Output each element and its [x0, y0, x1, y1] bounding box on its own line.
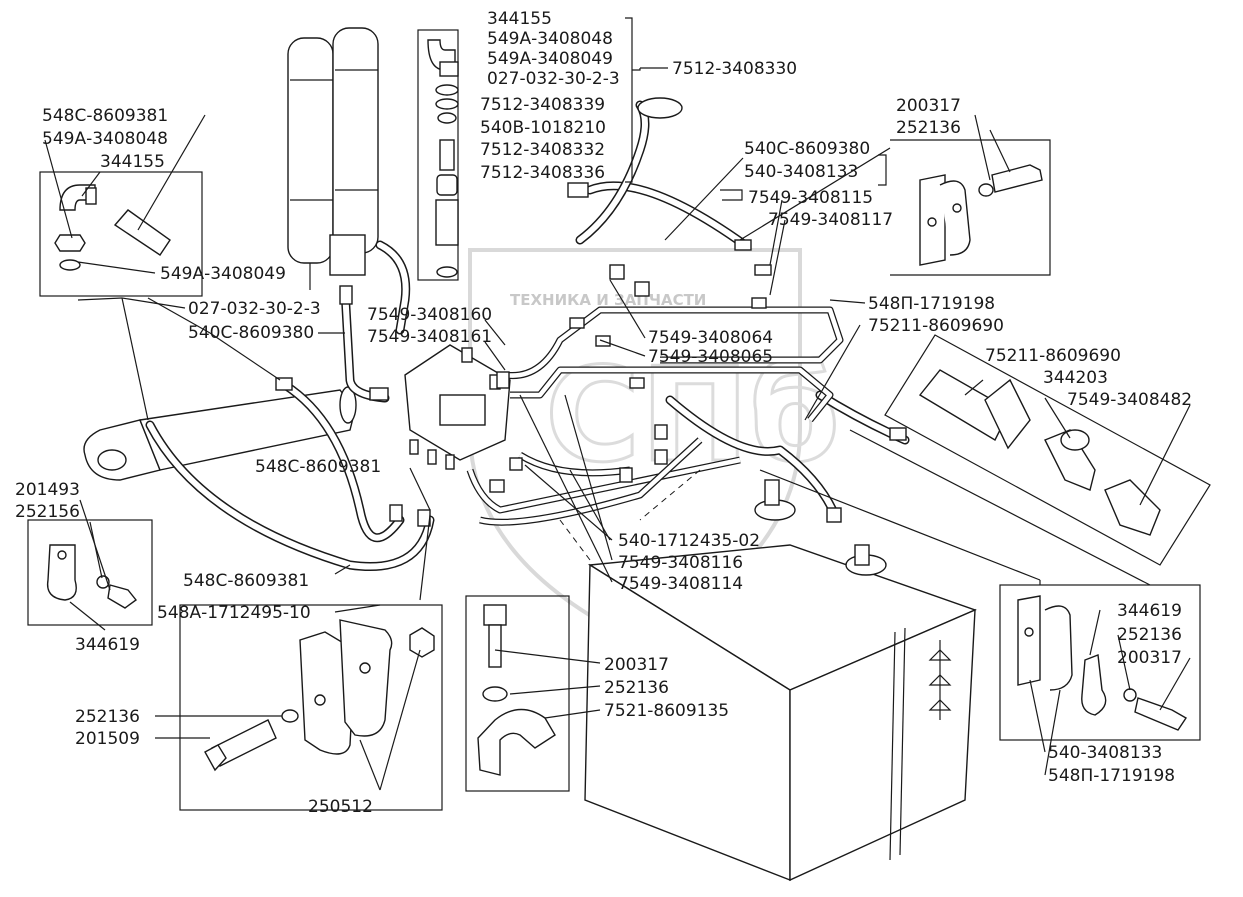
inset-bottom-bracket-assembly [179, 604, 443, 811]
label-540c-8609380-right: 540С-8609380 [744, 139, 870, 159]
label-540-3408133-right: 540-3408133 [744, 162, 858, 182]
label-548c-8609381-bottom: 548С-8609381 [183, 571, 309, 591]
label-252136-right-bottom: 252136 [1117, 625, 1182, 645]
top-fitting-stack [417, 29, 459, 281]
label-549a-3408048-left: 549А-3408048 [42, 129, 168, 149]
label-7549-3408114: 7549-3408114 [618, 574, 743, 594]
label-548c-8609381-center: 548С-8609381 [255, 457, 381, 477]
label-027-032-top: 027-032-30-2-3 [487, 69, 620, 89]
label-75211-8609690-right: 75211-8609690 [868, 316, 1004, 336]
label-201509: 201509 [75, 729, 140, 749]
inset-right-bottom-clamp [999, 584, 1201, 741]
label-7549-3408117: 7549-3408117 [768, 210, 893, 230]
label-252136-right: 252136 [896, 118, 961, 138]
label-200317-center: 200317 [604, 655, 669, 675]
inset-center-bottom-clamp [465, 595, 570, 792]
steering-cylinder [83, 386, 357, 481]
label-252136-center: 252136 [604, 678, 669, 698]
accumulator-cylinders [287, 27, 379, 290]
hydraulic-tank [559, 469, 977, 882]
inset-right-middle-fittings [884, 334, 1211, 566]
label-75211-8609690-inset: 75211-8609690 [985, 346, 1121, 366]
label-7512-3408332: 7512-3408332 [480, 140, 605, 160]
inset-left-bottom-clamp [27, 519, 153, 626]
label-250512: 250512 [308, 797, 373, 817]
label-344155-top: 344155 [487, 9, 552, 29]
label-7512-3408330: 7512-3408330 [672, 59, 797, 79]
control-valve-block [404, 344, 511, 470]
label-548c-8609381-left: 548С-8609381 [42, 106, 168, 126]
label-344619-left: 344619 [75, 635, 140, 655]
inset-left-fittings [39, 171, 203, 297]
label-252136-bottom: 252136 [75, 707, 140, 727]
label-549a-3408048-top: 549А-3408048 [487, 29, 613, 49]
inset-right-top-bracket [890, 139, 1051, 276]
label-548p-1719198-right: 548П-1719198 [868, 294, 995, 314]
label-344203: 344203 [1043, 368, 1108, 388]
label-7512-3408336: 7512-3408336 [480, 163, 605, 183]
label-027-032-left: 027-032-30-2-3 [188, 299, 321, 319]
label-549a-3408049-top: 549А-3408049 [487, 49, 613, 69]
leader-lines [44, 114, 1191, 791]
label-7549-3408160: 7549-3408160 [367, 305, 492, 325]
steel-tubes [466, 306, 844, 526]
label-548a-1712495-10: 548А-1712495-10 [157, 603, 311, 623]
label-540-3408133-bottom: 540-3408133 [1048, 743, 1162, 763]
label-7549-3408161: 7549-3408161 [367, 327, 492, 347]
label-548p-1719198-bottom: 548П-1719198 [1048, 766, 1175, 786]
label-7549-3408115: 7549-3408115 [748, 188, 873, 208]
label-7521-8609135: 7521-8609135 [604, 701, 729, 721]
label-344619-right: 344619 [1117, 601, 1182, 621]
label-7549-3408482: 7549-3408482 [1067, 390, 1192, 410]
label-344155-left: 344155 [100, 152, 165, 172]
label-201493: 201493 [15, 480, 80, 500]
part-number-labels: 344155 549А-3408048 549А-3408049 027-032… [15, 9, 1192, 817]
label-252156: 252156 [15, 502, 80, 522]
label-540c-8609380-left: 540С-8609380 [188, 323, 314, 343]
label-540-1712435-02: 540-1712435-02 [618, 531, 760, 551]
label-7549-3408065: 7549-3408065 [648, 347, 773, 367]
label-7549-3408064: 7549-3408064 [648, 328, 773, 348]
label-549a-3408049-left: 549А-3408049 [160, 264, 286, 284]
label-7549-3408116: 7549-3408116 [618, 553, 743, 573]
fittings [275, 97, 907, 527]
label-7512-3408339: 7512-3408339 [480, 95, 605, 115]
label-200317-right: 200317 [896, 96, 961, 116]
bracket-lines [625, 17, 887, 201]
label-540v-1018210: 540В-1018210 [480, 118, 606, 138]
label-200317-right-bottom: 200317 [1117, 648, 1182, 668]
watermark-brand: ТЕХНИКА И ЗАПЧАСТИ [510, 291, 706, 309]
